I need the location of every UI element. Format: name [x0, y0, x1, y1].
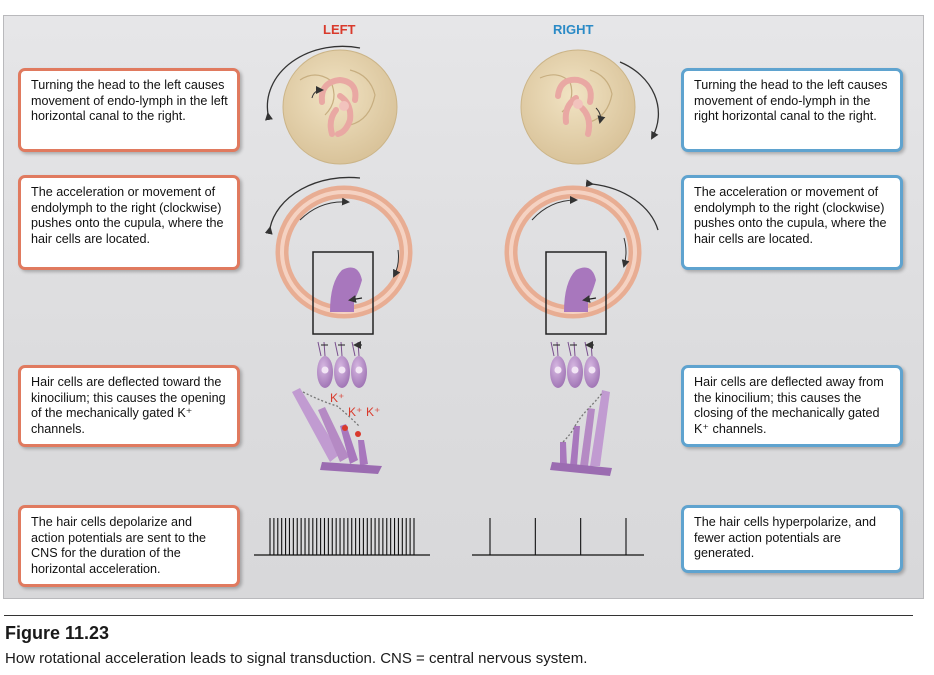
caption-divider [4, 615, 913, 616]
right-box-head-turn: Turning the head to the left causes move… [681, 68, 903, 152]
figure-number: Figure 11.23 [5, 623, 110, 643]
right-box-hair-cells: Hair cells are deflected away from the k… [681, 365, 903, 447]
right-head-rotation [520, 49, 659, 165]
left-label: LEFT [323, 22, 356, 37]
right-box-endolymph: The acceleration or movement of endolymp… [681, 175, 903, 270]
left-rotation-arrow [264, 45, 361, 121]
figure-caption: How rotational acceleration leads to sig… [5, 650, 588, 667]
left-canal-arrow [264, 176, 361, 235]
right-hair-cells [550, 342, 612, 476]
right-canal-arrow [585, 179, 659, 231]
left-box-endolymph: The acceleration or movement of endolymp… [18, 175, 240, 270]
left-box-head-turn: Turning the head to the left causes move… [18, 68, 240, 152]
left-head-rotation [264, 45, 398, 165]
right-canal [504, 179, 659, 335]
left-spike-train [254, 518, 430, 556]
left-stereocilia-bundle [292, 388, 382, 474]
right-cupula-frame [545, 251, 607, 335]
left-k-ion-1: K⁺ [330, 391, 344, 405]
left-box-hair-cells: Hair cells are deflected toward the kino… [18, 365, 240, 447]
right-inner-ear [555, 76, 594, 137]
right-rotation-arrow [619, 61, 659, 140]
right-label: RIGHT [553, 22, 594, 37]
left-hair-cells: K⁺ K⁺ K⁺ [292, 342, 382, 474]
right-spike-train [472, 518, 644, 556]
left-canal [264, 176, 413, 335]
right-stereocilia-bundle [550, 390, 612, 476]
left-k-ion-3: K⁺ [366, 405, 380, 419]
left-k-ion-2: K⁺ [348, 405, 362, 419]
left-cupula-frame [312, 251, 374, 335]
left-box-depolarize: The hair cells depolarize and action pot… [18, 505, 240, 587]
right-box-hyperpolarize: The hair cells hyperpolarize, and fewer … [681, 505, 903, 573]
